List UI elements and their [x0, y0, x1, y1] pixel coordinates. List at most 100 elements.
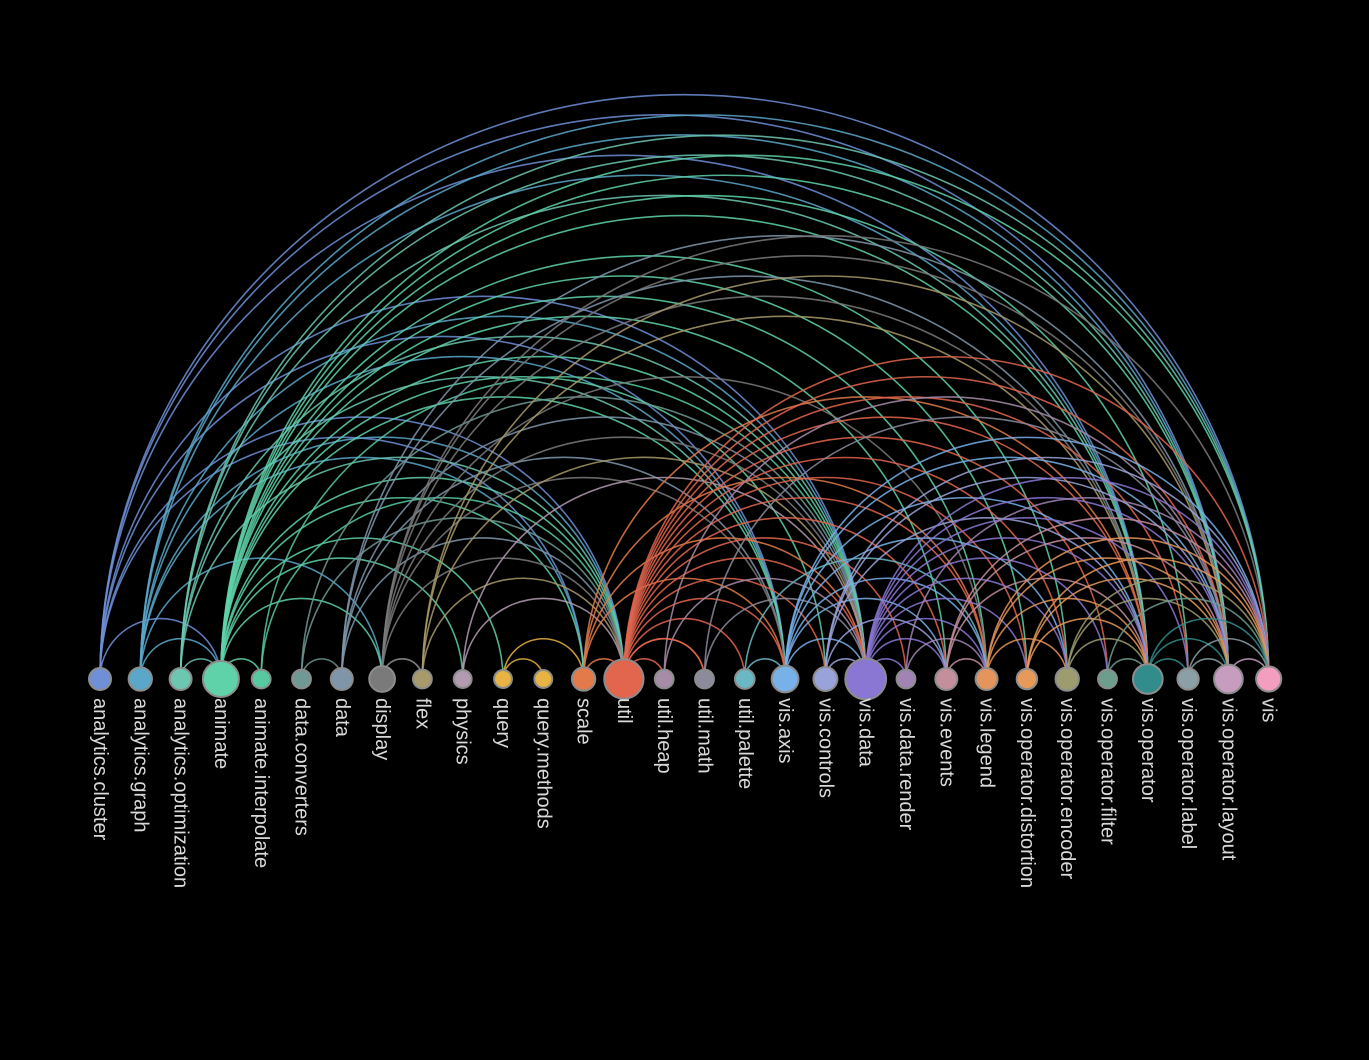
- node-data-converters[interactable]: [291, 668, 312, 690]
- node-label: animate.interpolate: [250, 698, 272, 868]
- node-vis-operator-encoder[interactable]: [1054, 666, 1080, 692]
- node-label: vis.operator.encoder: [1056, 698, 1078, 880]
- node-layer: [88, 657, 1283, 701]
- node-physics[interactable]: [452, 669, 473, 689]
- node-label: query: [492, 698, 514, 748]
- link-arc: [784, 436, 1270, 680]
- link-arc: [784, 456, 1230, 680]
- link-arc: [985, 537, 1270, 680]
- link-arc: [864, 537, 1149, 680]
- link-arc: [582, 396, 1149, 680]
- node-display[interactable]: [368, 665, 396, 693]
- node-util-heap[interactable]: [653, 668, 675, 690]
- arc-layer: [99, 93, 1270, 680]
- link-arc: [179, 335, 867, 680]
- node-label: vis: [1258, 698, 1280, 722]
- link-arc: [1147, 637, 1230, 680]
- node-label: vis.controls: [814, 698, 836, 798]
- node-label: flex: [411, 698, 433, 729]
- link-arc: [139, 315, 867, 680]
- link-arc: [623, 496, 988, 680]
- link-arc: [623, 396, 1189, 680]
- link-arc: [824, 456, 1270, 680]
- link-arc: [421, 275, 1230, 680]
- link-arc: [864, 496, 1230, 680]
- link-arc: [341, 275, 1149, 680]
- node-label: vis.operator.label: [1177, 698, 1199, 849]
- node-label: analytics.cluster: [89, 698, 111, 841]
- link-arc: [220, 154, 1270, 680]
- node-label: animate: [210, 698, 232, 769]
- link-arc: [703, 597, 867, 680]
- node-vis-operator-distortion[interactable]: [1015, 667, 1039, 691]
- node-label: physics: [452, 698, 474, 765]
- node-label: vis.operator.layout: [1217, 698, 1239, 861]
- link-arc: [381, 255, 1230, 680]
- node-label: vis.operator.distortion: [1016, 698, 1038, 888]
- link-arc: [139, 355, 786, 680]
- node-vis-controls[interactable]: [812, 666, 839, 692]
- node-vis-events[interactable]: [934, 667, 959, 691]
- node-scale[interactable]: [570, 666, 597, 692]
- link-arc: [905, 637, 988, 680]
- link-arc: [179, 375, 786, 680]
- link-arc: [824, 517, 1149, 680]
- link-arc: [905, 496, 1270, 680]
- node-animate[interactable]: [201, 660, 240, 698]
- node-data[interactable]: [329, 667, 354, 691]
- link-arc: [421, 456, 867, 680]
- node-flex[interactable]: [411, 668, 433, 690]
- node-vis-operator[interactable]: [1131, 663, 1164, 695]
- link-arc: [220, 496, 585, 680]
- link-arc: [381, 234, 1270, 680]
- node-label: data.converters: [291, 698, 313, 836]
- node-util[interactable]: [603, 658, 645, 700]
- link-arc: [220, 537, 504, 680]
- node-vis-legend[interactable]: [974, 667, 999, 691]
- link-arc: [623, 355, 1270, 680]
- link-arc: [864, 597, 1028, 680]
- node-label: data: [331, 698, 353, 738]
- node-vis-data[interactable]: [844, 657, 888, 701]
- node-query[interactable]: [493, 669, 513, 689]
- node-vis-operator-layout[interactable]: [1213, 663, 1244, 695]
- node-util-math[interactable]: [694, 668, 715, 690]
- link-arc: [139, 134, 1230, 680]
- node-vis-axis[interactable]: [770, 664, 800, 694]
- node-label: util.math: [694, 698, 716, 774]
- link-arc: [220, 194, 1189, 680]
- node-animate-interpolate[interactable]: [250, 668, 272, 690]
- link-arc: [99, 114, 1230, 680]
- link-arc: [663, 396, 1230, 680]
- node-analytics-graph[interactable]: [127, 666, 153, 692]
- link-arc: [582, 476, 988, 680]
- link-arc: [220, 174, 1230, 680]
- node-analytics-optimization[interactable]: [168, 667, 193, 691]
- link-arc: [784, 597, 948, 680]
- link-arc: [99, 295, 867, 680]
- node-vis[interactable]: [1255, 665, 1283, 693]
- link-arc: [99, 154, 1149, 680]
- node-query-methods[interactable]: [533, 669, 554, 689]
- node-analytics-cluster[interactable]: [88, 667, 112, 691]
- link-arc: [1066, 577, 1270, 680]
- link-arc: [139, 174, 1149, 680]
- node-label: query.methods: [532, 698, 554, 829]
- node-label: vis.operator: [1137, 698, 1159, 803]
- node-label: vis.data: [855, 698, 877, 768]
- link-arc: [421, 577, 625, 680]
- node-vis-operator-filter[interactable]: [1097, 668, 1118, 690]
- link-arc: [784, 577, 988, 680]
- link-arc: [220, 315, 948, 680]
- link-arc: [300, 396, 867, 680]
- link-arc: [99, 335, 786, 680]
- node-vis-data-render[interactable]: [895, 668, 917, 690]
- node-label: util: [613, 698, 635, 724]
- link-arc: [864, 577, 1068, 680]
- link-arc: [1066, 597, 1230, 680]
- node-util-palette[interactable]: [733, 668, 756, 690]
- link-arc: [179, 456, 625, 680]
- node-vis-operator-label[interactable]: [1176, 667, 1200, 691]
